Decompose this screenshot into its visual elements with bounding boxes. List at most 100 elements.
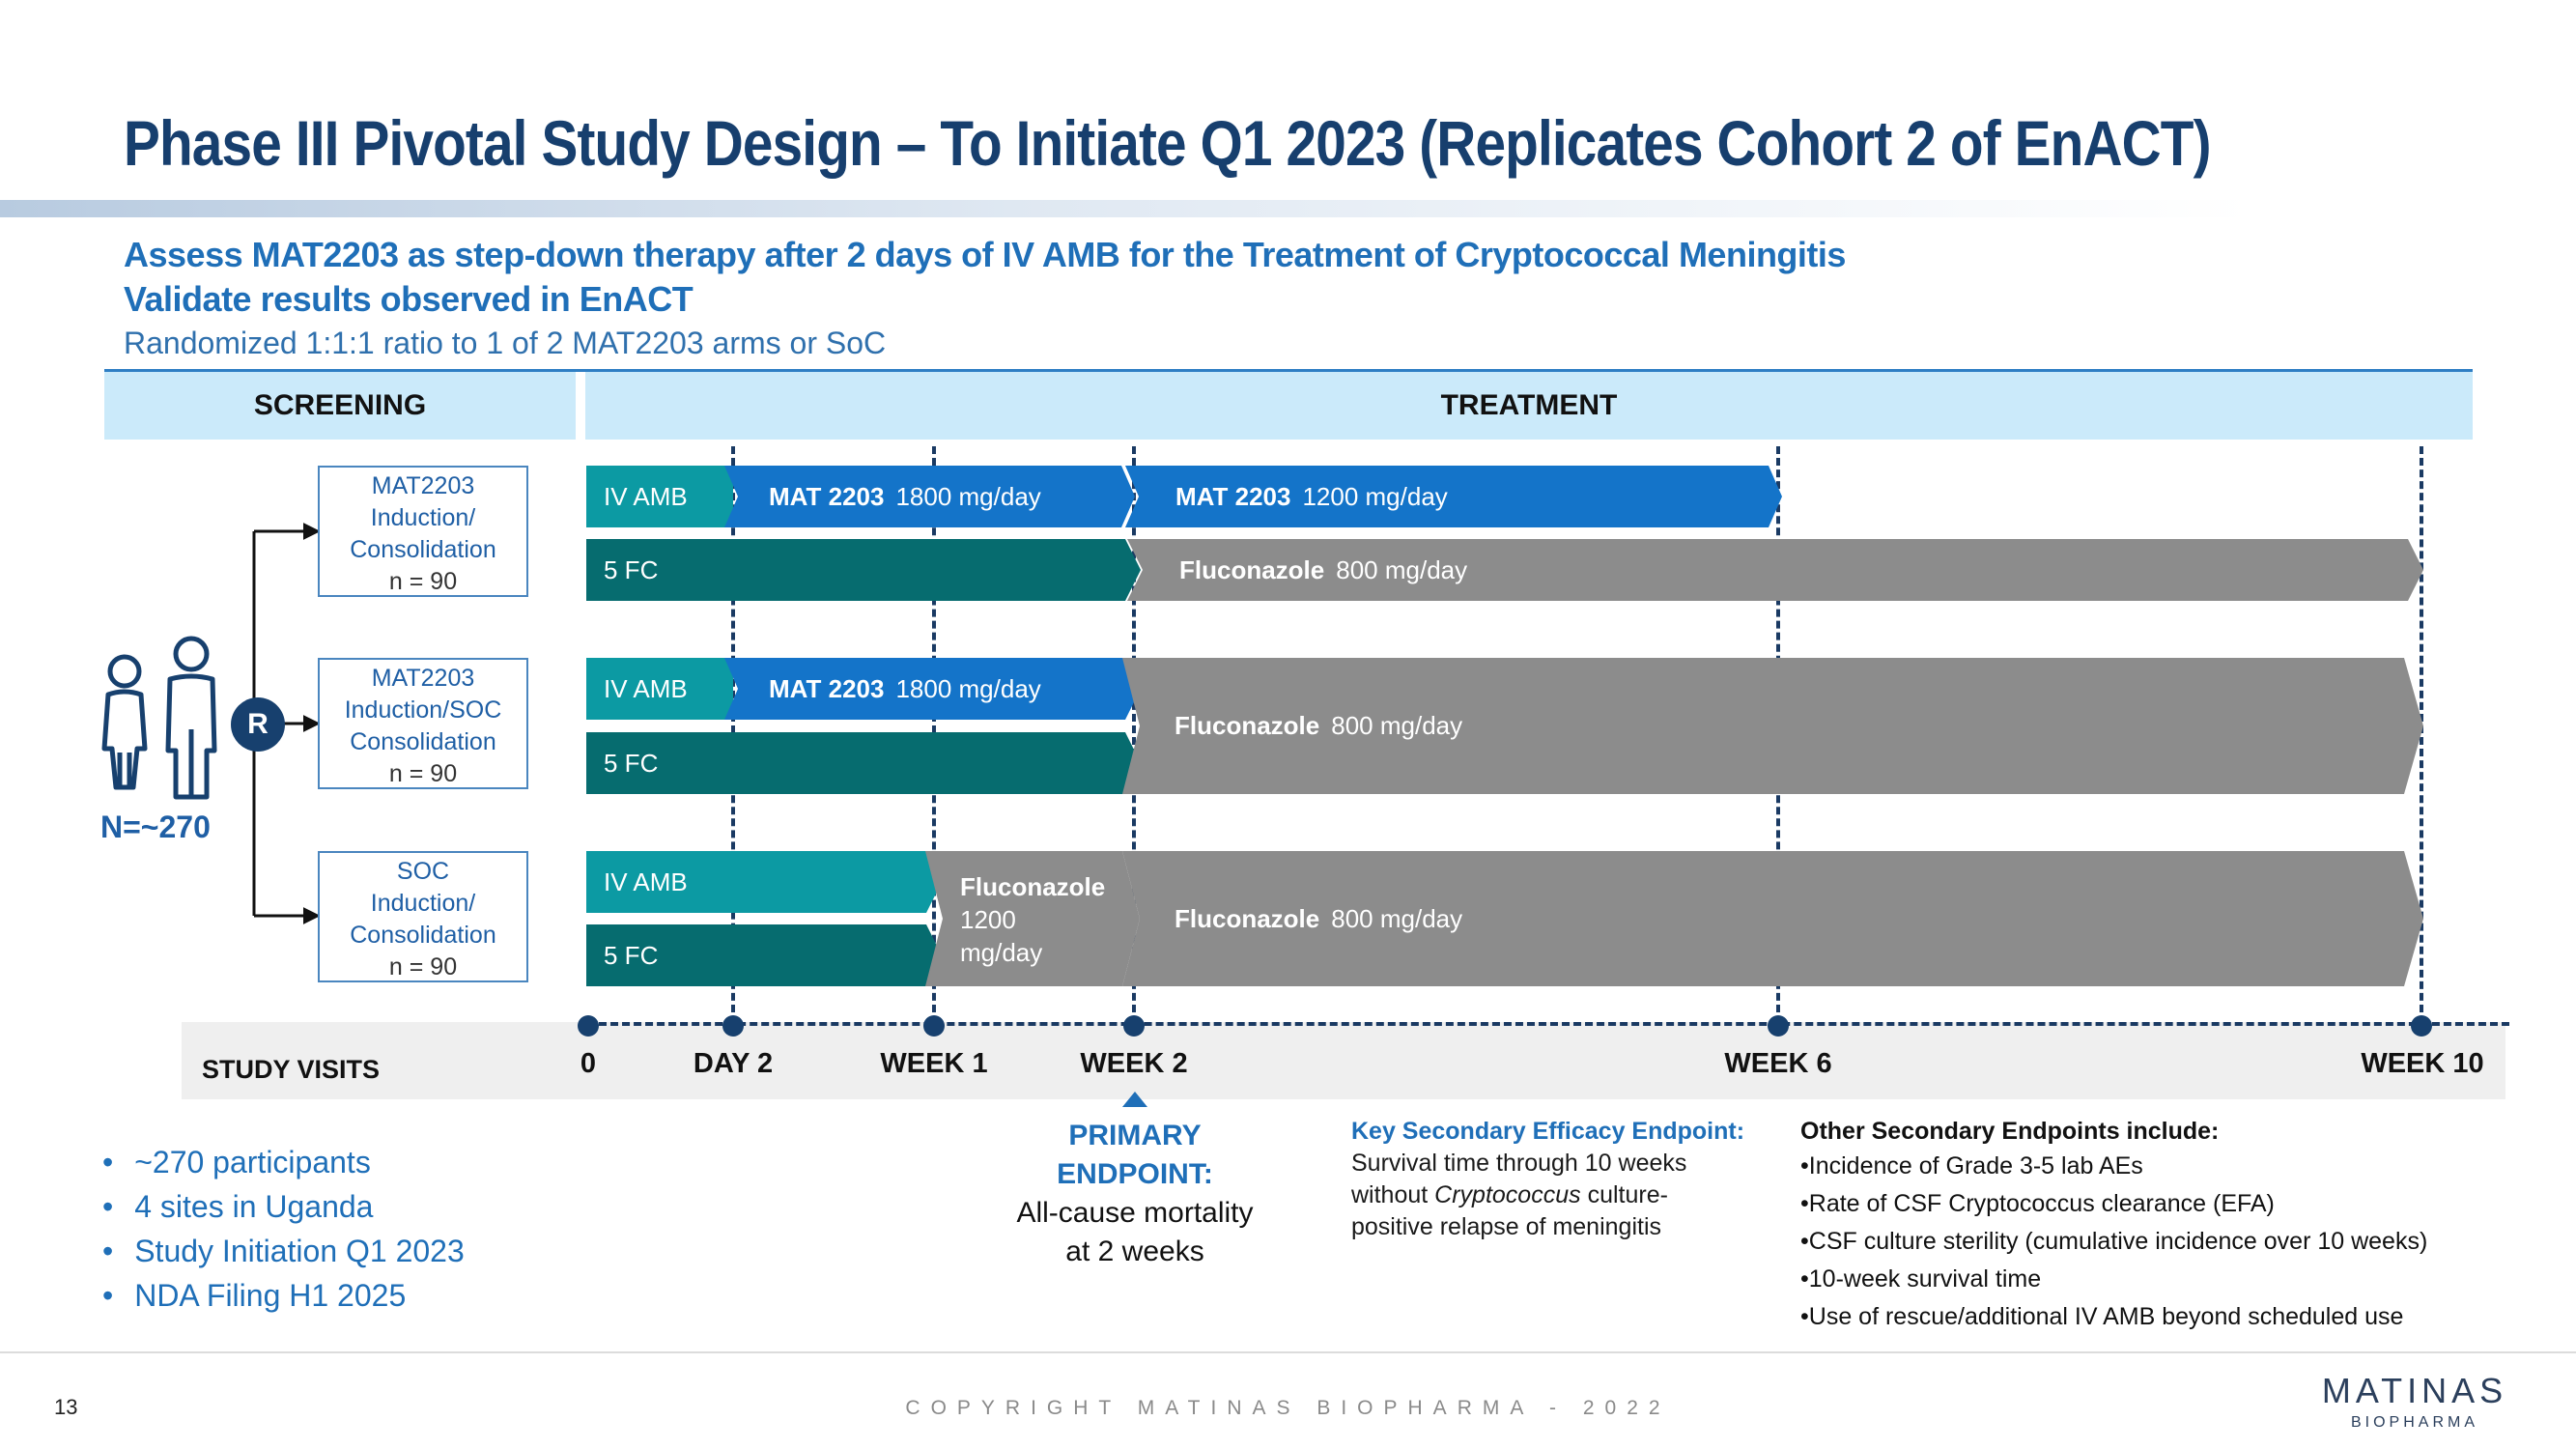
arm3-fluc-label: Fluconazole	[1175, 903, 1320, 933]
arm-box-1: MAT2203 Induction/ Consolidation n = 90	[318, 466, 528, 597]
arm1-5fc-bar: 5 FC	[586, 539, 1141, 601]
arm-2-phase: Induction/SOC	[344, 696, 502, 724]
other-secondary-item: •Rate of CSF Cryptococcus clearance (EFA…	[1800, 1190, 2275, 1217]
phase-screening: SCREENING	[104, 372, 576, 440]
arm2-fluc-label: Fluconazole	[1175, 711, 1320, 740]
matinas-logo: MATINAS BIOPHARMA	[2299, 1372, 2531, 1435]
randomize-badge: R	[231, 697, 285, 752]
other-secondary-item-text: Incidence of Grade 3-5 lab AEs	[1808, 1152, 2143, 1179]
page-number: 13	[54, 1395, 78, 1419]
key-fact-item: ~270 participants	[102, 1140, 465, 1184]
key-secondary-line-2: without Cryptococcus culture-	[1351, 1179, 1738, 1211]
visit-dot-0	[578, 1015, 599, 1037]
arm1-mat-drug-label-2: MAT 2203	[1175, 481, 1291, 511]
arm-1-n: n = 90	[388, 568, 458, 595]
key-facts-list: ~270 participants 4 sites in Uganda Stud…	[102, 1140, 465, 1318]
subtitle-validate: Validate results observed in EnACT	[124, 279, 694, 319]
arm-1-phase-2: Consolidation	[350, 536, 496, 563]
other-secondary-item: •Use of rescue/additional IV AMB beyond …	[1800, 1303, 2404, 1330]
visit-label-day2: DAY 2	[693, 1048, 774, 1079]
key-secondary-line-1: Survival time through 10 weeks	[1351, 1150, 1687, 1177]
footer-rule	[0, 1351, 2576, 1353]
arm1-mat-dose-label: 1800 mg/day	[895, 481, 1041, 511]
primary-endpoint-title: PRIMARY	[1068, 1120, 1202, 1151]
arm2-iv-amb-bar: IV AMB	[586, 658, 733, 720]
primary-endpoint: PRIMARY ENDPOINT: All-cause mortality at…	[966, 1117, 1304, 1271]
arm-2-name: MAT2203	[371, 665, 475, 692]
participants-icon	[101, 636, 217, 800]
arm1-mat2203-1200-bar: MAT 2203 1200 mg/day	[1125, 466, 1782, 527]
visit-line-week2	[1132, 446, 1136, 1024]
arm3-fluc-1200-label: Fluconazole	[960, 872, 1106, 901]
visit-dot-week6	[1768, 1015, 1789, 1037]
primary-endpoint-marker	[1122, 1092, 1147, 1107]
phase-header-rule	[104, 369, 2473, 372]
arm2-mat2203-1800-bar: MAT 2203 1800 mg/day	[724, 658, 1141, 720]
arm-2-n: n = 90	[388, 760, 458, 787]
arm-1-name: MAT2203	[371, 472, 475, 499]
visit-line-week10	[2420, 446, 2423, 1024]
arm2-mat-dose-label: 1800 mg/day	[895, 673, 1041, 703]
arm-3-phase-2: Consolidation	[350, 922, 496, 949]
arm1-iv-amb-label: IV AMB	[604, 481, 688, 511]
arm-box-3: SOC Induction/ Consolidation n = 90	[318, 851, 528, 982]
arm3-fluc-1200-unit: mg/day	[960, 938, 1043, 967]
key-fact-item: Study Initiation Q1 2023	[102, 1229, 465, 1273]
arm3-iv-amb-label: IV AMB	[604, 867, 688, 896]
key-secondary-line-2-post: culture-	[1580, 1181, 1668, 1208]
population-size: N=~270	[100, 810, 211, 844]
title-underline	[0, 200, 2250, 217]
key-fact-item: 4 sites in Uganda	[102, 1184, 465, 1229]
arm1-iv-amb-bar: IV AMB	[586, 466, 733, 527]
arm-3-n: n = 90	[388, 953, 458, 980]
arm2-5fc-label: 5 FC	[604, 748, 659, 778]
arm1-fluconazole-bar: Fluconazole 800 mg/day	[1127, 539, 2423, 601]
arm1-fluc-label: Fluconazole	[1179, 554, 1325, 584]
primary-endpoint-title-2: ENDPOINT:	[1057, 1158, 1213, 1190]
arm1-mat-drug-label: MAT 2203	[769, 481, 885, 511]
key-secondary-endpoint: Key Secondary Efficacy Endpoint: Surviva…	[1351, 1115, 1745, 1243]
subtitle-randomization: Randomized 1:1:1 ratio to 1 of 2 MAT2203…	[124, 326, 887, 360]
other-secondary-title: Other Secondary Endpoints include:	[1800, 1118, 2220, 1145]
arm1-fluc-dose: 800 mg/day	[1336, 554, 1468, 584]
key-secondary-title: Key Secondary Efficacy Endpoint:	[1351, 1118, 1745, 1145]
arm2-fluc-dose: 800 mg/day	[1331, 711, 1463, 740]
page-title: Phase III Pivotal Study Design – To Init…	[124, 107, 2211, 179]
arm3-5fc-label: 5 FC	[604, 940, 659, 970]
other-secondary-item-text: Rate of CSF Cryptococcus clearance (EFA)	[1808, 1190, 2275, 1217]
visit-label-0: 0	[580, 1048, 597, 1079]
primary-endpoint-text: All-cause mortality	[1016, 1197, 1254, 1229]
other-secondary-item: •10-week survival time	[1800, 1265, 2042, 1293]
subtitle-objective: Assess MAT2203 as step-down therapy afte…	[124, 235, 1846, 274]
arm-1-phase: Induction/	[370, 504, 476, 531]
arm-2-phase-2: Consolidation	[350, 728, 496, 755]
arm-3-phase: Induction/	[370, 890, 476, 917]
study-visits-label: STUDY VISITS	[202, 1055, 381, 1084]
arm3-fluc-1200-dose: 1200	[960, 905, 1016, 934]
arm2-5fc-bar: 5 FC	[586, 732, 1141, 794]
copyright: COPYRIGHT MATINAS BIOPHARMA - 2022	[905, 1397, 1671, 1419]
arm1-5fc-label: 5 FC	[604, 554, 659, 584]
visit-dot-week1	[923, 1015, 945, 1037]
visit-dot-day2	[722, 1015, 744, 1037]
visit-label-week10: WEEK 10	[2361, 1048, 2484, 1079]
key-secondary-organism: Cryptococcus	[1434, 1181, 1581, 1208]
arm2-fluconazole-bar: Fluconazole 800 mg/day	[1122, 658, 2423, 794]
arm3-fluconazole-1200-bar: Fluconazole 1200 mg/day	[925, 851, 1140, 986]
logo-subtitle: BIOPHARMA	[2350, 1414, 2478, 1431]
key-fact-item: NDA Filing H1 2025	[102, 1273, 465, 1318]
arm1-mat-dose-label-2: 1200 mg/day	[1302, 481, 1448, 511]
visit-label-week6: WEEK 6	[1724, 1048, 1832, 1079]
other-secondary-endpoints: Other Secondary Endpoints include: •Inci…	[1800, 1115, 2496, 1336]
key-secondary-line-3: positive relapse of meningitis	[1351, 1213, 1661, 1240]
arm3-fluconazole-800-bar: Fluconazole 800 mg/day	[1122, 851, 2423, 986]
arm2-mat-drug-label: MAT 2203	[769, 673, 885, 703]
logo-wordmark: MATINAS	[2321, 1371, 2508, 1410]
study-visits-band	[182, 1022, 2505, 1099]
visit-dot-week2	[1123, 1015, 1145, 1037]
key-secondary-line-2-pre: without	[1351, 1181, 1435, 1208]
arm3-fluc-dose: 800 mg/day	[1331, 903, 1463, 933]
other-secondary-item-text: Use of rescue/additional IV AMB beyond s…	[1808, 1303, 2404, 1330]
other-secondary-item-text: 10-week survival time	[1808, 1265, 2042, 1293]
visit-timeline	[587, 1022, 2509, 1026]
